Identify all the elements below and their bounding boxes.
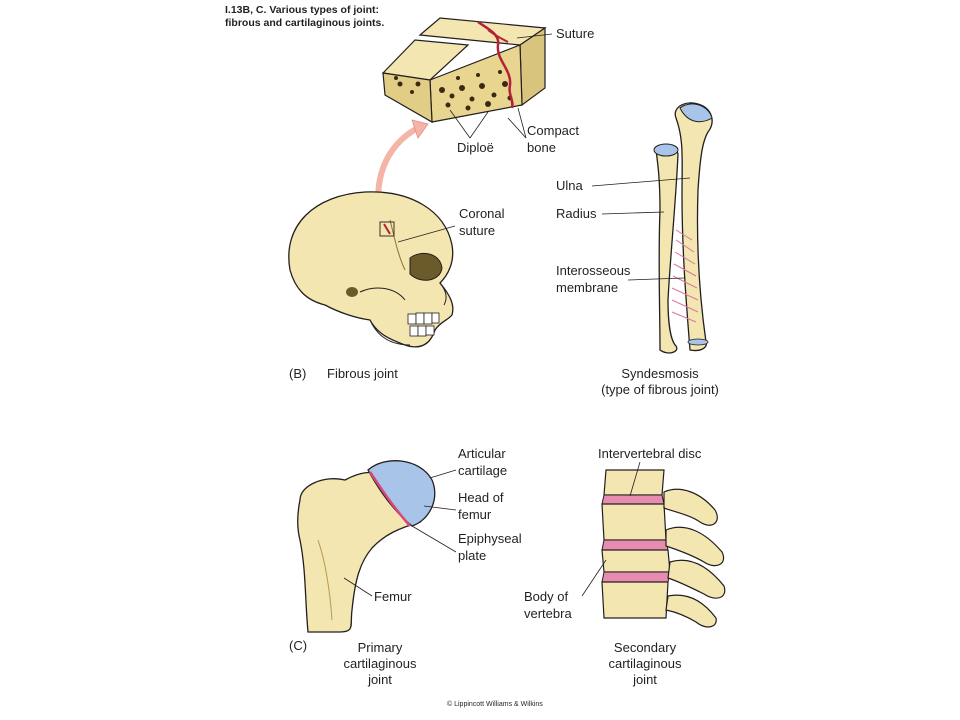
caption-fibrous-joint: Fibrous joint: [327, 366, 398, 381]
vertebra-leader-lines: [581, 461, 641, 597]
caption-syndesmosis: Syndesmosis (type of fibrous joint): [580, 366, 740, 398]
label-head-femur-2: femur: [458, 507, 492, 522]
caption-c-letter: (C): [289, 638, 308, 653]
caption-secondary-1: Secondary: [613, 640, 677, 655]
label-compact-bone-1: Compact: [527, 123, 580, 138]
femur-leader-lines: [343, 469, 457, 597]
forearm-illustration: [653, 102, 713, 354]
label-coronal-suture-1: Coronal: [459, 206, 505, 221]
label-epiphyseal-2: plate: [458, 548, 487, 563]
caption-secondary-2: cartilaginous: [608, 656, 682, 671]
label-ulna: Ulna: [556, 178, 583, 193]
label-femur: Femur: [374, 589, 412, 604]
caption-primary-2: cartilaginous: [343, 656, 417, 671]
title-line-2: fibrous and cartilaginous joints.: [225, 17, 385, 29]
caption-syndesmosis-1: Syndesmosis: [621, 366, 699, 381]
vertebrae-illustration: [601, 469, 726, 628]
label-body-vertebra-1: Body of: [524, 589, 569, 604]
label-suture: Suture: [556, 26, 595, 41]
femur-illustration: [297, 460, 436, 633]
caption-primary-3: joint: [368, 672, 392, 687]
label-diploe: Diploë: [457, 140, 494, 155]
label-articular-2: cartilage: [458, 463, 508, 478]
label-body-vertebra-2: vertebra: [524, 606, 572, 621]
forearm-leader-lines: [591, 177, 691, 281]
label-radius: Radius: [556, 206, 597, 221]
caption-b-letter: (B): [289, 366, 307, 381]
label-interosseous-2: membrane: [556, 280, 619, 295]
label-epiphyseal-1: Epiphyseal: [458, 531, 522, 546]
caption-secondary: Secondary cartilaginous joint: [585, 640, 705, 688]
title-line-1: I.13B, C. Various types of joint:: [225, 4, 380, 16]
caption-syndesmosis-2: (type of fibrous joint): [601, 382, 719, 397]
label-interosseous-1: Interosseous: [556, 263, 631, 278]
label-intervertebral-disc: Intervertebral disc: [598, 446, 702, 461]
block-leader-lines: [449, 33, 553, 139]
caption-secondary-3: joint: [633, 672, 657, 687]
label-compact-bone-2: bone: [527, 140, 556, 155]
label-coronal-suture-2: suture: [459, 223, 496, 238]
label-head-femur-1: Head of: [458, 490, 504, 505]
suture-bone-block: [381, 17, 547, 124]
caption-primary: Primary cartilaginous joint: [320, 640, 440, 688]
caption-primary-1: Primary: [357, 640, 403, 655]
copyright-notice: © Lippincott Williams & Wilkins: [447, 701, 543, 708]
figure-title: I.13B, C. Various types of joint: fibrou…: [225, 4, 384, 30]
skull-illustration: [288, 191, 454, 348]
label-articular-1: Articular: [458, 446, 506, 461]
